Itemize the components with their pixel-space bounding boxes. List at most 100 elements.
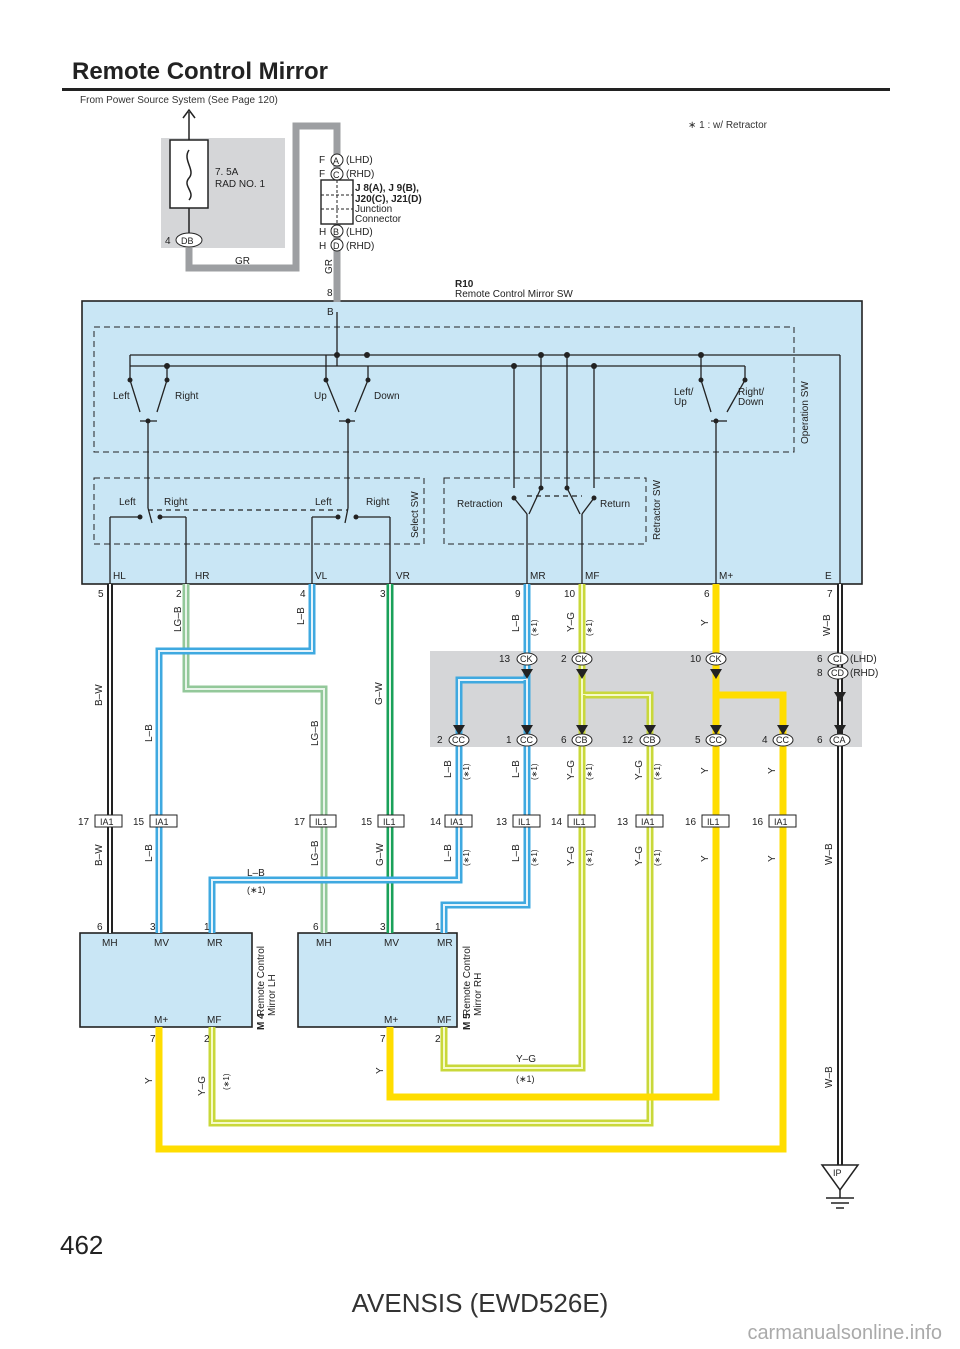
junction-conn-c: C [333, 170, 340, 180]
jb-bot-badge [829, 733, 851, 747]
jb-top-note: (RHD) [850, 668, 878, 679]
inline-wire: L–B [443, 844, 454, 862]
junction-conn-b-note: (LHD) [346, 227, 373, 238]
inline-box [149, 814, 178, 828]
junction-desc-2: Connector [355, 214, 402, 225]
conn-a-badge [330, 153, 344, 167]
inline-conn: IA1 [774, 817, 788, 827]
junction-pin-top-2: F [319, 169, 325, 180]
mid-wire: Y–G [566, 760, 577, 780]
remote-control-mirror-switch [81, 300, 863, 585]
conn-d-badge [330, 238, 344, 252]
junction-wire: GR [324, 259, 335, 274]
jb-bot-pin: 4 [762, 735, 768, 746]
fuse-rating: 7. 5A [215, 167, 239, 178]
lh-term: MH [102, 938, 118, 949]
term-name: VR [396, 571, 410, 582]
return-label: Return [600, 499, 630, 510]
operation-sw-box [93, 326, 795, 453]
retractor-sw-box [443, 477, 647, 545]
mirror-lh-body [79, 932, 253, 1028]
rh-code: M 5 [462, 1013, 473, 1030]
inline-conn: IA1 [641, 817, 655, 827]
term-wire: LG–B [173, 606, 184, 632]
lh-cross-star: (∗1) [247, 885, 266, 895]
term-name: MF [585, 571, 599, 582]
jb-bot-conn: CC [452, 735, 465, 745]
lh-pin: 1 [204, 922, 210, 933]
ground-wire-2: W–B [824, 1066, 835, 1088]
rh-pin: 3 [380, 922, 386, 933]
jb-top-conn: CK [709, 654, 722, 664]
term-star: (∗1) [585, 619, 594, 636]
junction-conn-d: D [333, 241, 340, 251]
jb-top-badge [827, 652, 849, 666]
fuse-name: RAD NO. 1 [215, 179, 265, 190]
term-wire: G–W [374, 682, 385, 705]
jb-top-conn: CI [833, 654, 842, 664]
power-input-wire [182, 108, 196, 140]
inline-star: (∗1) [462, 849, 471, 866]
inline-conn: IL1 [315, 817, 328, 827]
mid-wire: Y [700, 767, 711, 774]
junction-pin-top-1: F [319, 155, 325, 166]
term-pin: 10 [564, 589, 576, 600]
switch-in-term: B [327, 307, 334, 318]
junction-conn-a-note: (LHD) [346, 155, 373, 166]
retraction-label: Retraction [457, 499, 503, 510]
jb-top-badge [827, 666, 849, 680]
jb-top-pin: 13 [499, 654, 511, 665]
jb-top-pin: 10 [690, 654, 702, 665]
rh-term: MH [316, 938, 332, 949]
rh-term: M+ [384, 1015, 398, 1026]
inline-pin: 15 [361, 817, 373, 828]
rh-mf-wire: Y–G [516, 1054, 536, 1065]
junction-pin-bottom-1: H [319, 227, 326, 238]
db-connector-badge [175, 232, 203, 248]
rh-pin: 7 [380, 1034, 386, 1045]
jb-bot-conn: CC [776, 735, 789, 745]
inline-pin: 17 [294, 817, 306, 828]
jb-bot-pin: 5 [695, 735, 701, 746]
jb-top-conn: CK [520, 654, 533, 664]
inline-wire: L–B [144, 844, 155, 862]
inline-conn: IL1 [707, 817, 720, 827]
jb-bot-badge [639, 733, 661, 747]
term-name: VL [315, 571, 328, 582]
op-right-label: Right [175, 391, 199, 402]
term-wire: B–W [94, 684, 105, 706]
jb-top-conn: CD [831, 668, 844, 678]
inline-conn: IA1 [100, 817, 114, 827]
fuse-wire: GR [235, 256, 250, 267]
term-star: (∗1) [530, 619, 539, 636]
mid-wire: L–B [511, 760, 522, 778]
term-pin: 6 [704, 589, 710, 600]
lh-name-1: Remote Control [256, 946, 267, 1016]
junction-conn-d-note: (RHD) [346, 241, 374, 252]
model-code: AVENSIS (EWD526E) [351, 1288, 609, 1318]
lh-pin: 6 [97, 922, 103, 933]
term-pin: 3 [380, 589, 386, 600]
fuse-connector: DB [181, 236, 194, 246]
inline-conn: IA1 [450, 817, 464, 827]
page-number: 462 [60, 1230, 104, 1260]
term-wire: W–B [822, 614, 833, 636]
inline-wire: Y–G [634, 846, 645, 866]
junction-conn-c-note: (RHD) [346, 169, 374, 180]
fuse-element [186, 149, 192, 201]
jb-top-pin: 8 [817, 668, 823, 679]
lh-wire: Y–G [197, 1076, 208, 1096]
ground-wire-1: W–B [824, 843, 835, 865]
inline-box [94, 814, 123, 828]
jb-bot-badge [705, 733, 727, 747]
lh-pin: 7 [150, 1034, 156, 1045]
switch-junction-dots [127, 352, 748, 520]
mirror-rh-body [297, 932, 458, 1028]
jb-bot-conn: CC [709, 735, 722, 745]
lh-term: MF [207, 1015, 221, 1026]
inline-box [512, 814, 541, 828]
op-up-label: Up [314, 391, 327, 402]
lh-term: MV [154, 938, 169, 949]
mid-star: (∗1) [462, 763, 471, 780]
